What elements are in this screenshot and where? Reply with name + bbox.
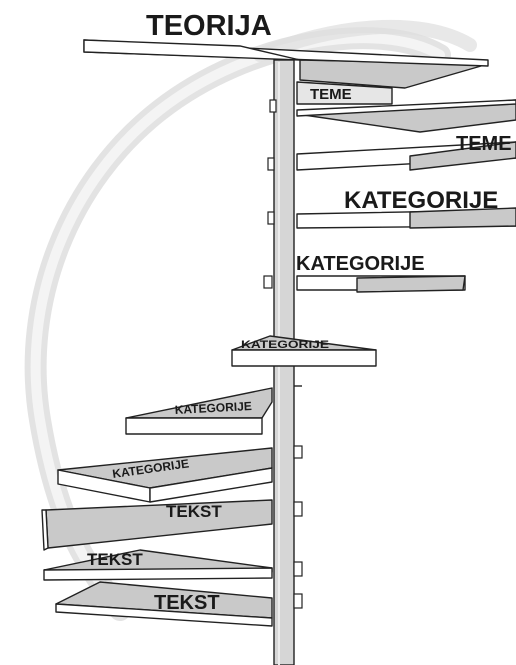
step-kategorije-1 <box>267 207 516 229</box>
step-kategorije-3 <box>231 335 377 367</box>
title-label: TEORIJA <box>146 10 272 42</box>
step-teme-1 <box>269 81 393 113</box>
step-kategorije-5 <box>57 445 303 503</box>
step-label: TEME <box>310 86 352 103</box>
step-tekst-1 <box>41 499 303 551</box>
step-label: KATEGORIJE <box>296 253 425 275</box>
step-tekst-3 <box>55 581 303 627</box>
step-label: TEME <box>456 133 512 155</box>
step-kategorije-4 <box>125 385 302 435</box>
step-kategorije-2 <box>263 275 466 293</box>
step-label: KATEGORIJE <box>241 339 329 351</box>
step-label: TEKST <box>166 502 222 521</box>
step-teme-2 <box>267 99 516 171</box>
step-label: TEKST <box>154 592 220 614</box>
step-tekst-2 <box>43 549 303 581</box>
step-label: KATEGORIJE <box>344 187 498 214</box>
top-platform <box>83 39 489 89</box>
step-label: TEKST <box>87 550 143 569</box>
step-label: KATEGORIJE <box>174 399 252 417</box>
